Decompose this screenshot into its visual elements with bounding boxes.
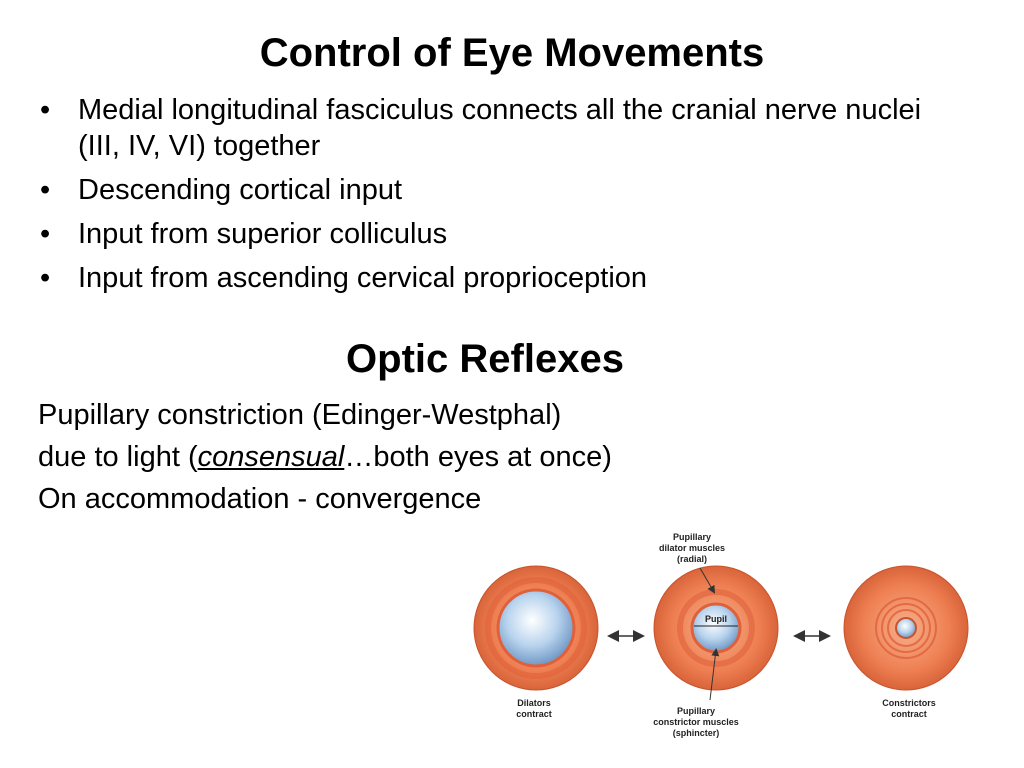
constrictor-label-3: (sphincter) — [673, 728, 720, 738]
dilator-label-3: (radial) — [677, 554, 707, 564]
bullet-list: • Medial longitudinal fasciculus connects… — [40, 92, 940, 304]
reflex-text: Pupillary constriction (Edinger-Westphal… — [38, 394, 612, 520]
dilator-label-1: Pupillary — [673, 532, 711, 542]
bullet-text: Medial longitudinal fasciculus connects … — [78, 94, 922, 162]
normal-eye — [653, 565, 779, 691]
bullet-item: • Descending cortical input — [40, 172, 940, 208]
bullet-item: • Input from superior colliculus — [40, 216, 940, 252]
consensual-emphasis: consensual — [198, 441, 345, 473]
constricted-eye — [843, 565, 969, 691]
bullet-item: • Medial longitudinal fasciculus connects… — [40, 92, 940, 164]
bullet-marker: • — [40, 218, 51, 250]
dilators-contract-label-2: contract — [516, 709, 552, 719]
dilated-eye — [473, 565, 599, 691]
slide-title: Control of Eye Movements — [259, 31, 765, 75]
constrictors-contract-label-1: Constrictors — [882, 698, 936, 708]
bullet-text: Input from ascending cervical propriocep… — [78, 262, 648, 294]
bullet-marker: • — [40, 262, 51, 294]
constrictors-contract-label-2: contract — [891, 709, 927, 719]
pupil-label: Pupil — [705, 614, 727, 624]
section-heading: Optic Reflexes — [346, 337, 624, 381]
reflex-line-2: due to light (consensual…both eyes at on… — [38, 436, 612, 478]
bullet-item: • Input from ascending cervical proprioce… — [40, 260, 940, 296]
constrictor-label-1: Pupillary — [677, 706, 715, 716]
bullet-marker: • — [40, 174, 51, 206]
reflex-line-3: On accommodation - convergence — [38, 483, 482, 515]
dilator-label-2: dilator muscles — [659, 543, 725, 553]
reflex-line-2-post: …both eyes at once) — [344, 441, 612, 473]
consensual-text: consensual — [197, 441, 345, 473]
pupil-diagram: Pupillary dilator muscles (radial) Pupil… — [473, 532, 969, 738]
dilators-contract-label-1: Dilators — [517, 698, 551, 708]
reflex-line-2-pre: due to light ( — [38, 441, 198, 473]
reflex-line-1: Pupillary constriction (Edinger-Westphal… — [38, 399, 562, 431]
bullet-text: Input from superior colliculus — [78, 218, 448, 250]
bullet-text: Descending cortical input — [78, 174, 403, 206]
bullet-marker: • — [40, 94, 51, 126]
constrictor-label-2: constrictor muscles — [653, 717, 739, 727]
